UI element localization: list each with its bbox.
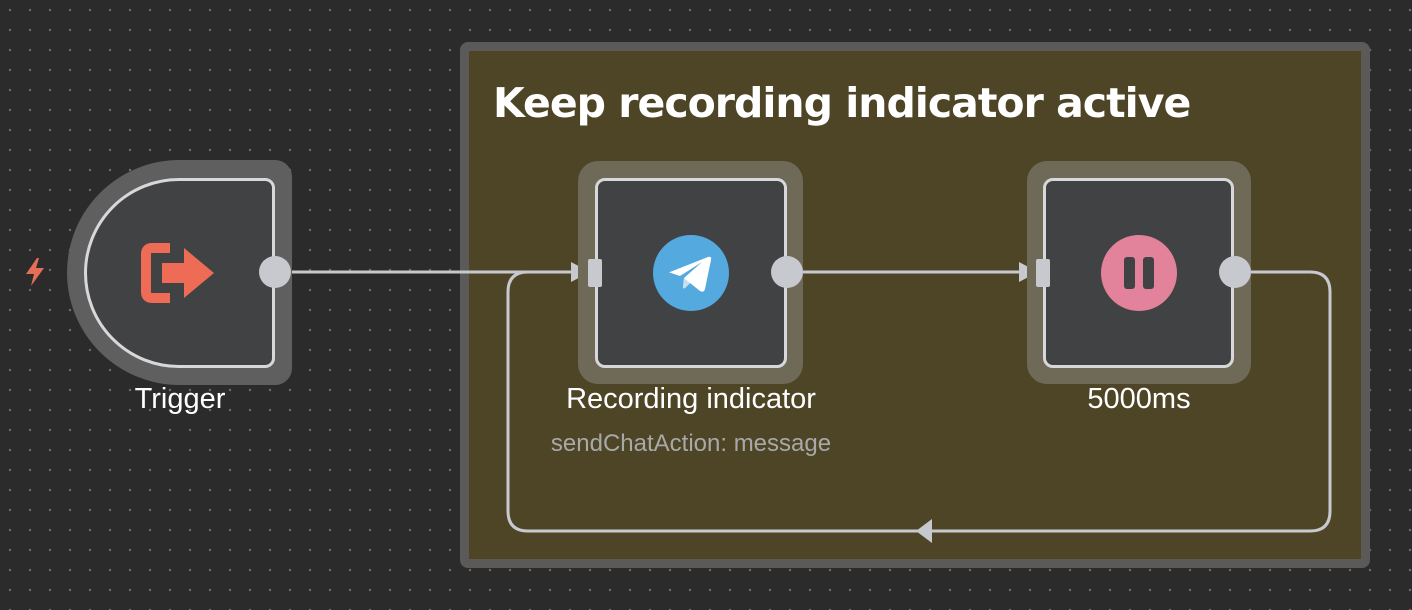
node-label-trigger: Trigger — [134, 383, 226, 415]
trigger-bolt-icon — [20, 256, 50, 288]
pause-icon — [1100, 234, 1178, 312]
sign-out-arrow-icon — [140, 242, 220, 304]
wait-output-handle[interactable] — [1219, 256, 1251, 288]
recording-indicator-node[interactable] — [595, 178, 787, 368]
node-label-wait: 5000ms — [1087, 383, 1191, 415]
loop-direction-arrow — [916, 519, 932, 543]
trigger-output-handle[interactable] — [259, 256, 291, 288]
recording-indicator-input-handle[interactable] — [588, 259, 602, 287]
telegram-icon — [652, 234, 730, 312]
recording-indicator-output-handle[interactable] — [771, 256, 803, 288]
node-subtitle-recording-indicator: sendChatAction: message — [550, 430, 832, 457]
trigger-node[interactable] — [84, 178, 275, 368]
wait-node[interactable] — [1043, 178, 1234, 368]
wait-input-handle[interactable] — [1036, 259, 1050, 287]
sticky-note-title[interactable]: Keep recording indicator active — [493, 79, 1191, 127]
node-label-recording-indicator: Recording indicator — [566, 383, 816, 415]
